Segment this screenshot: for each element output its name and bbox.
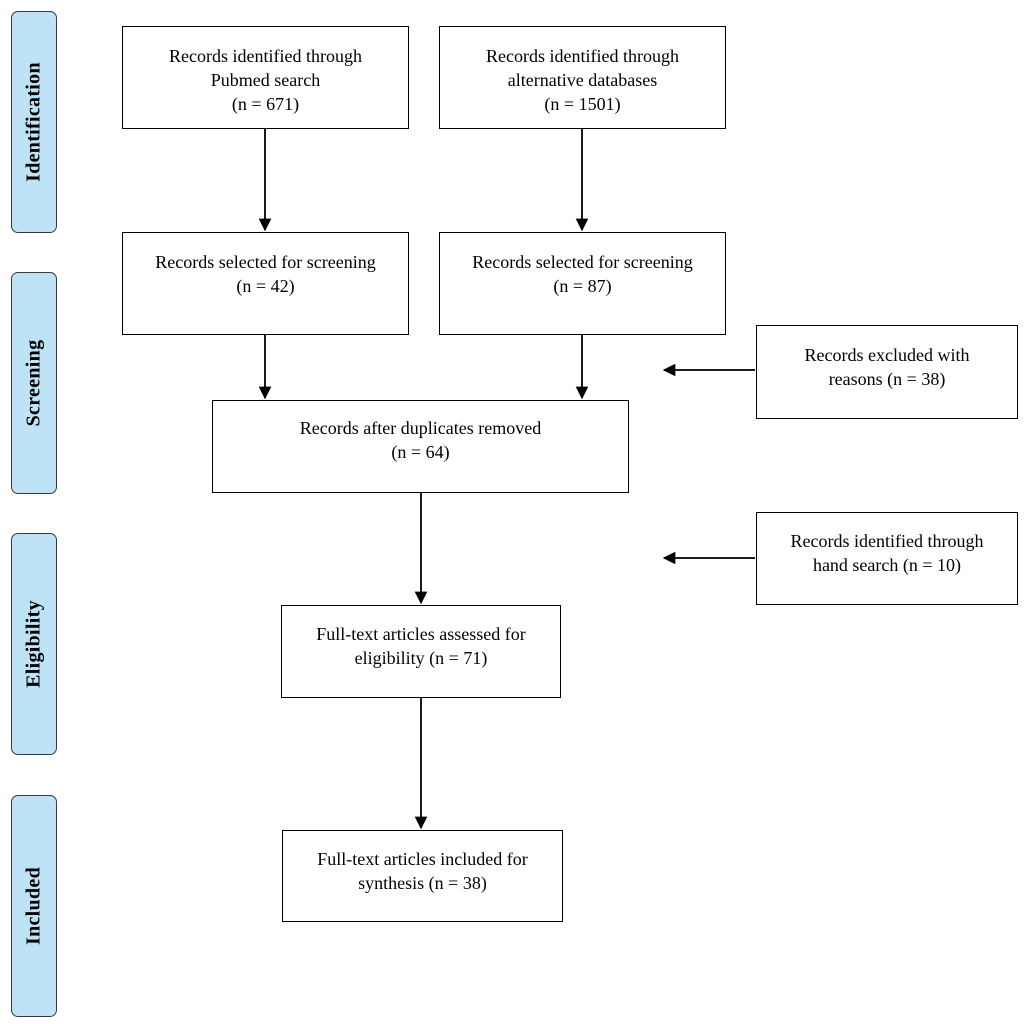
box-fulltext-line2: eligibility (n = 71) bbox=[354, 648, 488, 668]
box-screen-left-line1: Records selected for screening bbox=[155, 252, 376, 272]
box-dedup-count: (n = 64) bbox=[391, 442, 450, 462]
box-dedup-line1: Records after duplicates removed bbox=[299, 418, 542, 438]
box-included-line2: synthesis (n = 38) bbox=[358, 873, 487, 893]
box-alternative-db-records: Records identified through alternative d… bbox=[439, 26, 726, 129]
box-pubmed-line2: Pubmed search bbox=[210, 70, 321, 90]
box-excluded-line1: Records excluded with bbox=[804, 345, 970, 365]
box-included-synthesis: Full-text articles included for synthesi… bbox=[282, 830, 563, 922]
stage-identification: Identification bbox=[11, 11, 57, 233]
stage-eligibility: Eligibility bbox=[11, 533, 57, 755]
box-altdb-count: (n = 1501) bbox=[544, 94, 621, 114]
box-screen-left-count: (n = 42) bbox=[236, 276, 295, 296]
box-altdb-line1: Records identified through bbox=[486, 46, 679, 66]
stage-screening: Screening bbox=[11, 272, 57, 494]
box-screen-right-count: (n = 87) bbox=[553, 276, 612, 296]
stage-included: Included bbox=[11, 795, 57, 1017]
box-included-line1: Full-text articles included for bbox=[317, 849, 528, 869]
box-pubmed-line1: Records identified through bbox=[169, 46, 362, 66]
box-hand-search: Records identified through hand search (… bbox=[756, 512, 1018, 605]
box-hand-search-line1: Records identified through bbox=[790, 531, 984, 551]
box-screening-right: Records selected for screening (n = 87) bbox=[439, 232, 726, 335]
box-records-excluded: Records excluded with reasons (n = 38) bbox=[756, 325, 1018, 419]
box-screening-left: Records selected for screening (n = 42) bbox=[122, 232, 409, 335]
box-hand-search-line2: hand search (n = 10) bbox=[812, 555, 962, 575]
box-screen-right-line1: Records selected for screening bbox=[472, 252, 693, 272]
box-excluded-line2: reasons (n = 38) bbox=[828, 369, 946, 389]
box-pubmed-records: Records identified through Pubmed search… bbox=[122, 26, 409, 129]
box-fulltext-assessed: Full-text articles assessed for eligibil… bbox=[281, 605, 561, 698]
box-fulltext-line1: Full-text articles assessed for bbox=[316, 624, 526, 644]
box-duplicates-removed: Records after duplicates removed (n = 64… bbox=[212, 400, 629, 493]
box-pubmed-count: (n = 671) bbox=[231, 94, 300, 114]
box-altdb-line2: alternative databases bbox=[507, 70, 658, 90]
